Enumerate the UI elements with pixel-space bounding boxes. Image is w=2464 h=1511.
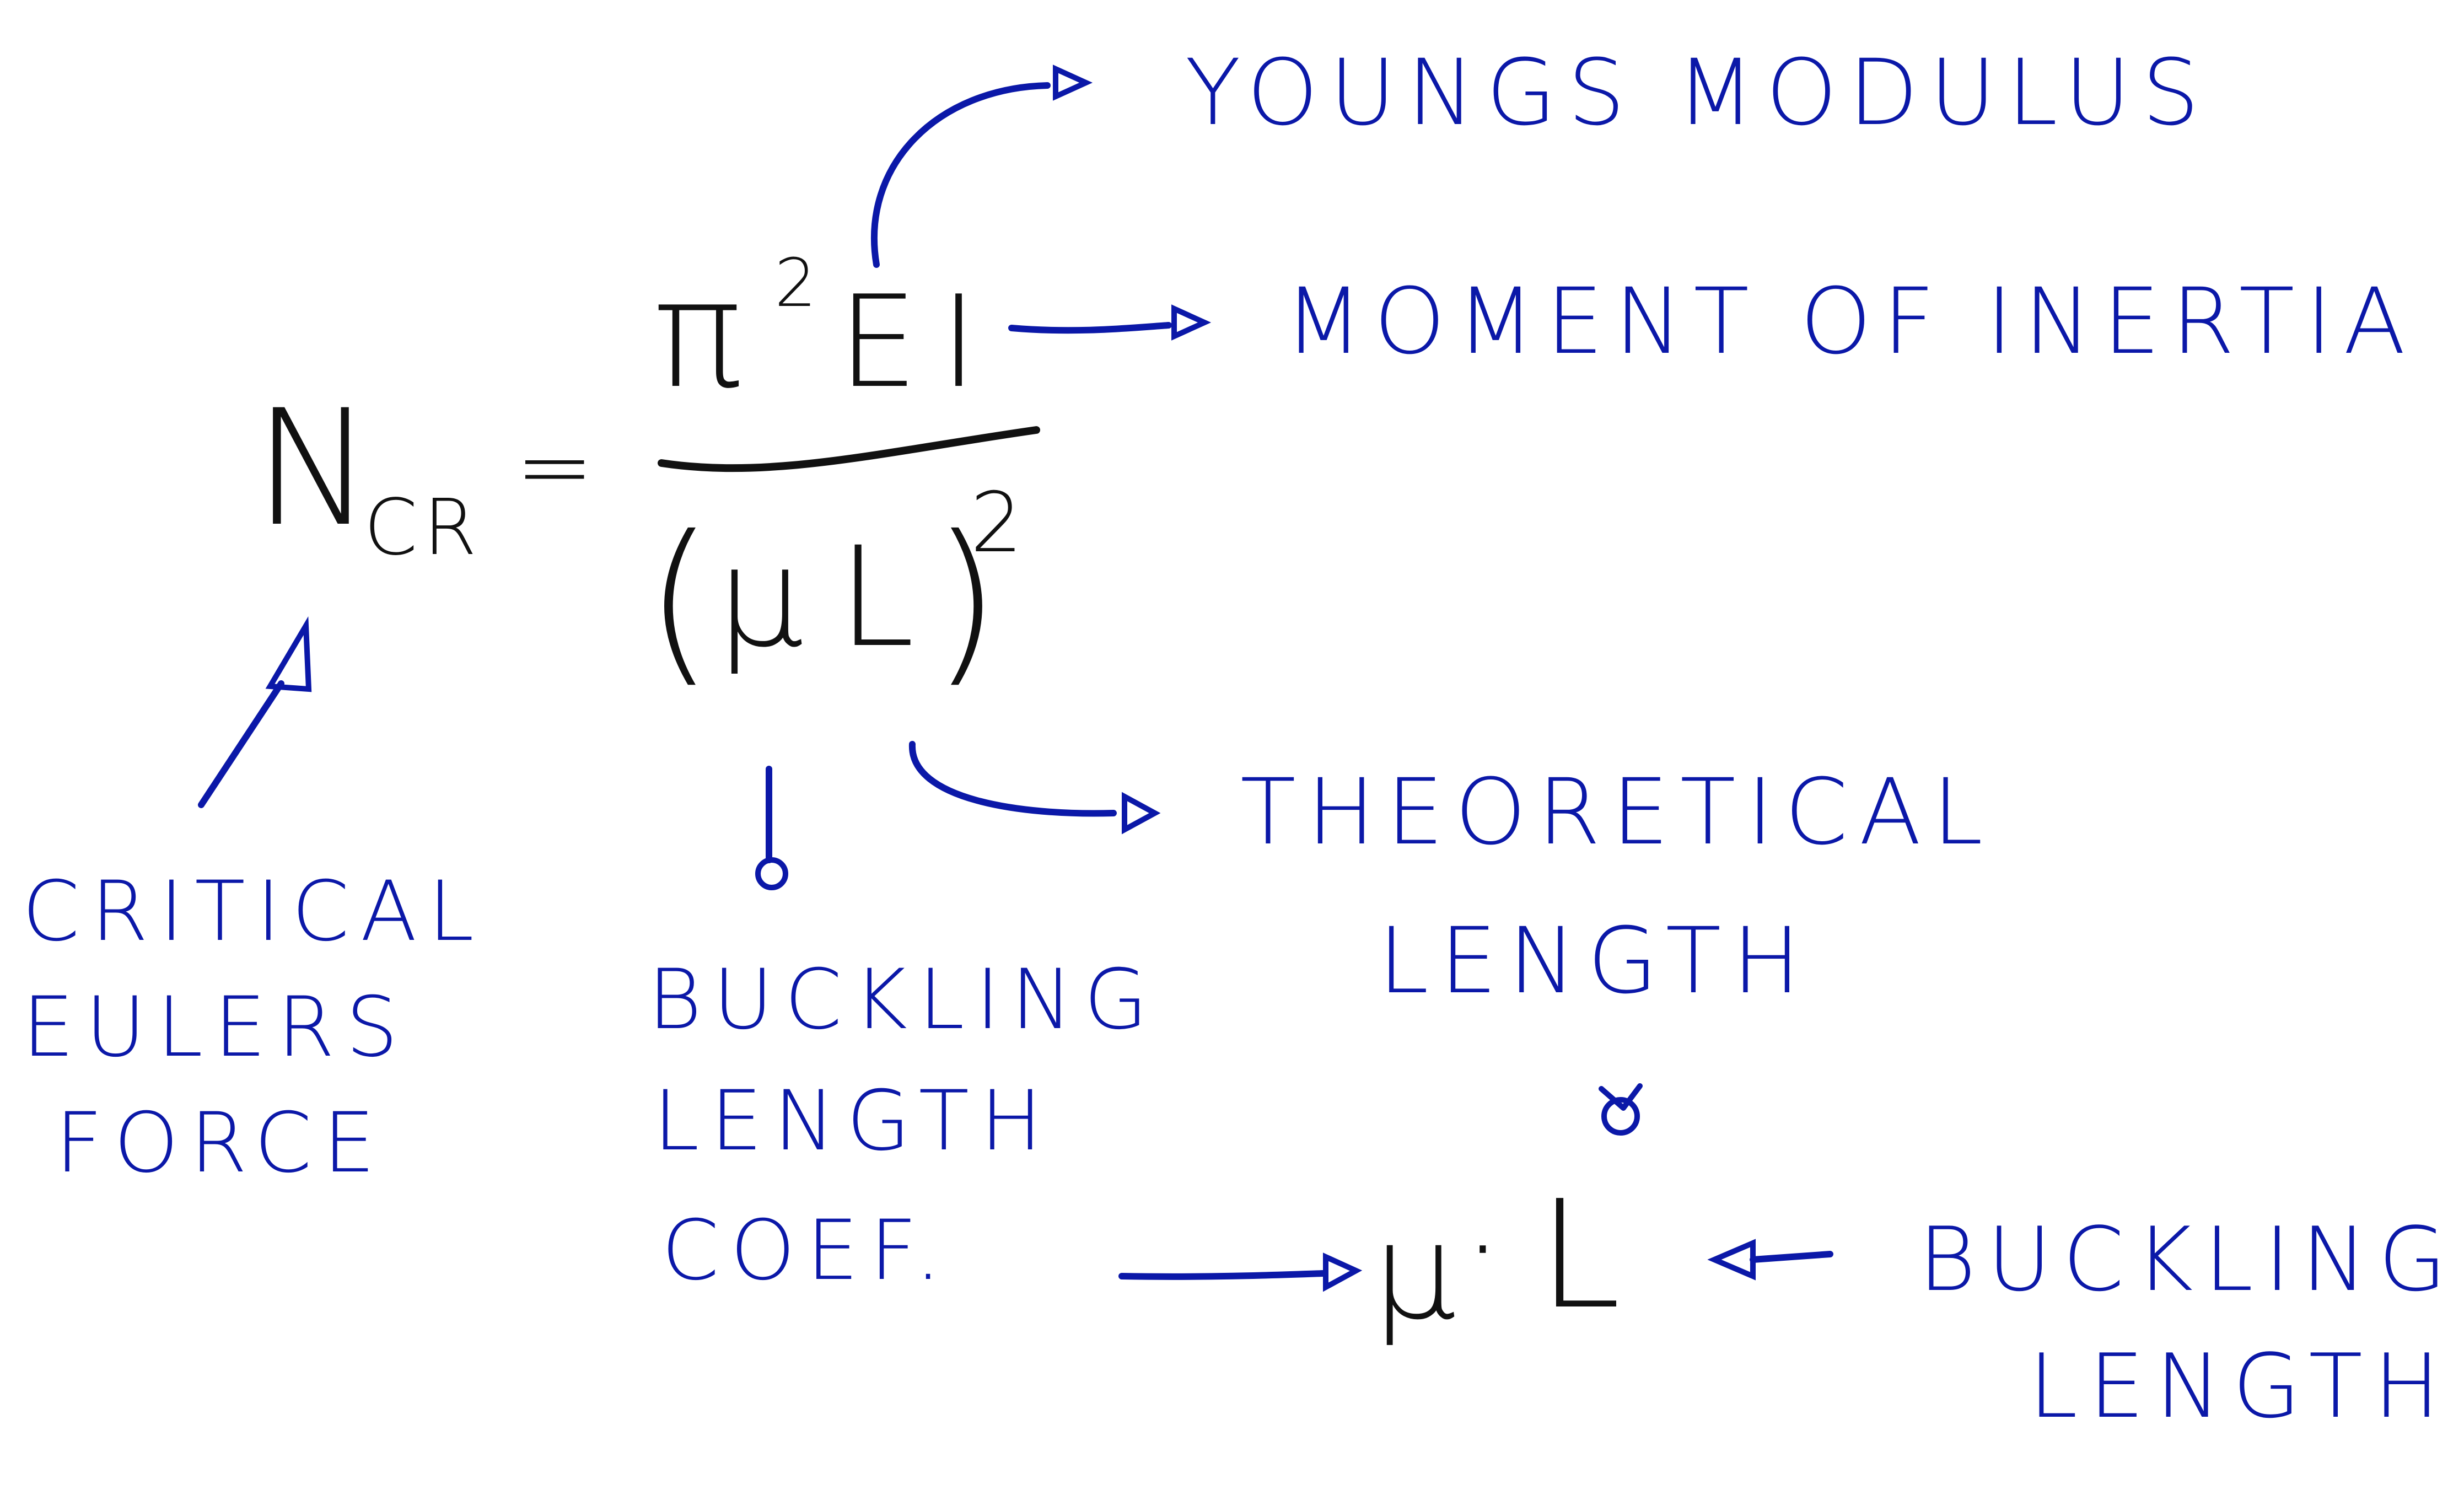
youngs-modulus-label: YOUNGS MODULUS [1185, 40, 2210, 146]
theoretical-down-stroke [1599, 1083, 1643, 1111]
formula-pi: π [653, 248, 743, 421]
formula: N CR = π 2 EI ( μ L ) 2 [254, 245, 1040, 703]
product-dot: · [1464, 1177, 1502, 1319]
critical-force-arrowhead-icon [265, 616, 312, 692]
coef-arrowhead-icon [755, 857, 788, 890]
inertia-arrowhead-icon [1171, 304, 1212, 341]
moment-of-inertia-label: MOMENT OF INERTIA [1284, 268, 2417, 374]
theoretical-leader-line [908, 741, 1117, 817]
theoretical-arrowhead-icon [1122, 792, 1161, 835]
buckling-length-arrowhead-icon [1707, 1239, 1756, 1281]
formula-l: L [838, 517, 914, 677]
formula-den-exponent: 2 [970, 475, 1023, 571]
critical-force-line-1: CRITICAL [22, 864, 485, 960]
formula-pi-exponent: 2 [774, 245, 816, 322]
formula-paren-close: ) [932, 498, 1000, 703]
inertia-leader-line [1008, 322, 1172, 334]
formula-paren-open: ( [645, 498, 714, 703]
critical-force-arrow-line [198, 680, 284, 808]
fraction-bar [658, 426, 1040, 472]
product: μ · L [1373, 1168, 1621, 1349]
theoretical-down-arrowhead-icon [1601, 1097, 1640, 1136]
formula-n-symbol: N [254, 376, 373, 562]
product-mu: μ [1373, 1195, 1457, 1349]
annotation-labels: YOUNGS MODULUS MOMENT OF INERTIA CRITICA… [22, 40, 2458, 1438]
coef-to-product-arrowhead-icon [1323, 1252, 1363, 1292]
theoretical-length-line-2: LENGTH [1378, 908, 1811, 1014]
buckling-length-arrow-line [1750, 1251, 1833, 1263]
product-l: L [1538, 1168, 1621, 1342]
coef-to-product-line [1118, 1270, 1326, 1280]
buckling-length-line-2: LENGTH [2029, 1335, 2451, 1438]
buckling-coef-line-2: LENGTH [653, 1073, 1053, 1169]
buckling-coef-line-3: COEF. [661, 1203, 952, 1299]
youngs-arrowhead-icon [1053, 64, 1093, 101]
formula-ei: EI [838, 269, 999, 416]
formula-equals: = [515, 412, 594, 521]
formula-mu: μ [717, 517, 804, 677]
buckling-coef-line-1: BUCKLING [648, 952, 1159, 1048]
youngs-leader-line [871, 82, 1051, 268]
formula-cr-subscript: CR [364, 483, 482, 573]
buckling-length-line-1: BUCKLING [1918, 1208, 2458, 1311]
theoretical-length-line-1: THEORETICAL [1240, 759, 1994, 865]
critical-force-line-2: EULERS [22, 980, 409, 1076]
leader-lines [198, 64, 1833, 1292]
critical-force-line-3: FORCE [55, 1095, 386, 1191]
